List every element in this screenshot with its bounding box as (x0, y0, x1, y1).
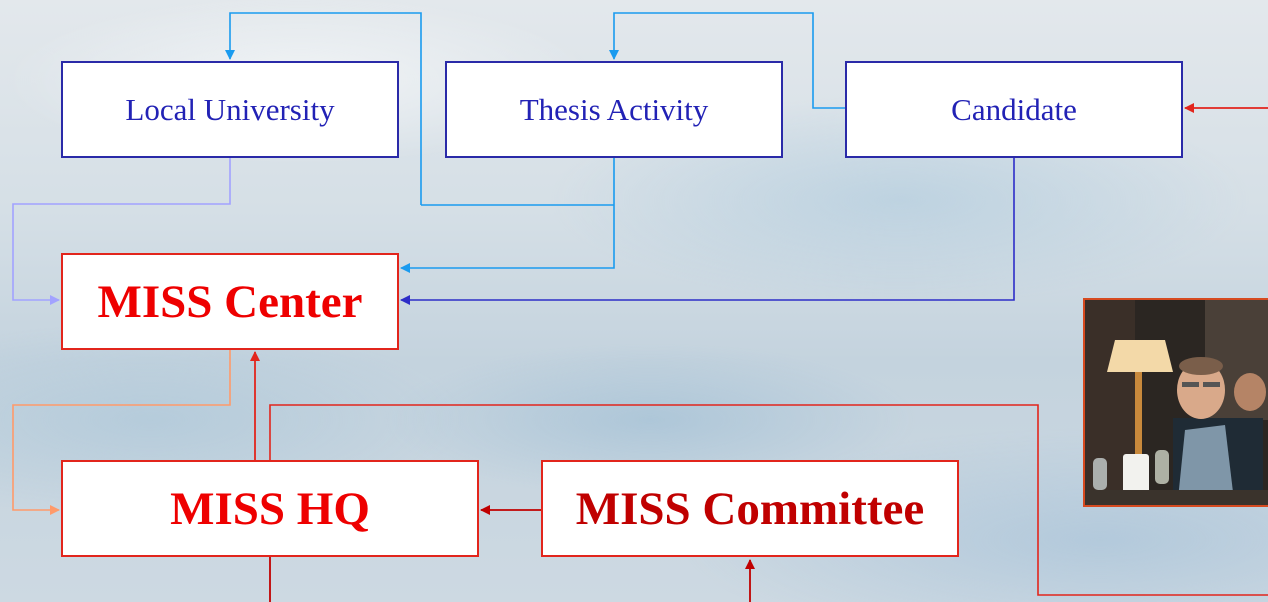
link-local-to-center (12, 158, 231, 305)
candidate-box: Candidate (845, 61, 1183, 158)
thesis-activity-label: Thesis Activity (519, 91, 709, 127)
miss-hq-label: MISS HQ (170, 482, 370, 535)
local-university-label: Local University (125, 91, 335, 127)
miss-center-label: MISS Center (97, 275, 363, 328)
thesis-activity-box: Thesis Activity (445, 61, 783, 158)
miss-center-box: MISS Center (61, 253, 399, 350)
portrait-photo (1083, 298, 1268, 507)
link-candidate-to-center (400, 158, 1015, 305)
link-thesis-to-center (400, 158, 615, 273)
miss-committee-label: MISS Committee (575, 482, 925, 535)
miss-hq-box: MISS HQ (61, 460, 479, 557)
local-university-box: Local University (61, 61, 399, 158)
miss-committee-box: MISS Committee (541, 460, 959, 557)
candidate-label: Candidate (951, 91, 1077, 127)
link-loop-to-local-university (225, 12, 422, 205)
link-center-to-hq (12, 350, 231, 515)
portrait-photo-image (1085, 300, 1268, 505)
link-hq-to-candidate (269, 404, 1268, 596)
link-candidate-to-thesis (609, 12, 845, 109)
